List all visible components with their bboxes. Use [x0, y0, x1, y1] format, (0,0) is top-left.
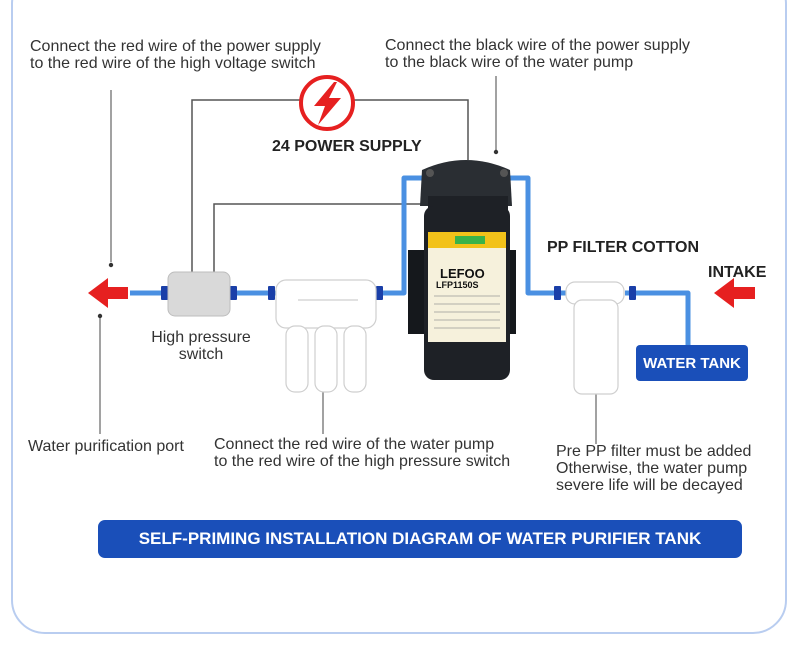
callout-power-black-wire: Connect the black wire of the power supp… — [385, 37, 691, 71]
pipe-fittings — [161, 286, 636, 300]
pp-filter-cotton-housing — [565, 281, 625, 395]
callout-pump-to-switch: Connect the red wire of the water pump t… — [214, 436, 511, 470]
pp-filter-cotton-label: PP FILTER COTTON — [547, 239, 700, 256]
outlet-arrow-icon — [88, 278, 128, 308]
title-banner: SELF-PRIMING INSTALLATION DIAGRAM OF WAT… — [98, 520, 742, 558]
pump-model: LFP1150S — [436, 280, 479, 290]
wire-pump-to-switch — [213, 203, 430, 272]
lightning-icon — [299, 75, 355, 131]
pump-brand: LEFOO — [440, 266, 485, 281]
water-pump — [408, 160, 516, 380]
water-tank-label: WATER TANK — [636, 345, 748, 381]
high-pressure-switch-label: High pressure switch — [151, 329, 251, 363]
intake-label: INTAKE — [708, 264, 767, 281]
callout-power-red-wire: Connect the red wire of the power supply… — [30, 38, 321, 72]
flow-arrows — [88, 278, 755, 308]
intake-arrow-icon — [714, 278, 755, 308]
power-supply-label: 24 POWER SUPPLY — [272, 138, 422, 155]
water-purification-port-label: Water purification port — [28, 438, 184, 455]
high-pressure-switch — [167, 271, 231, 317]
filter-housing-3-stage — [275, 279, 377, 393]
callout-pre-pp-filter: Pre PP filter must be added Otherwise, t… — [556, 443, 752, 494]
